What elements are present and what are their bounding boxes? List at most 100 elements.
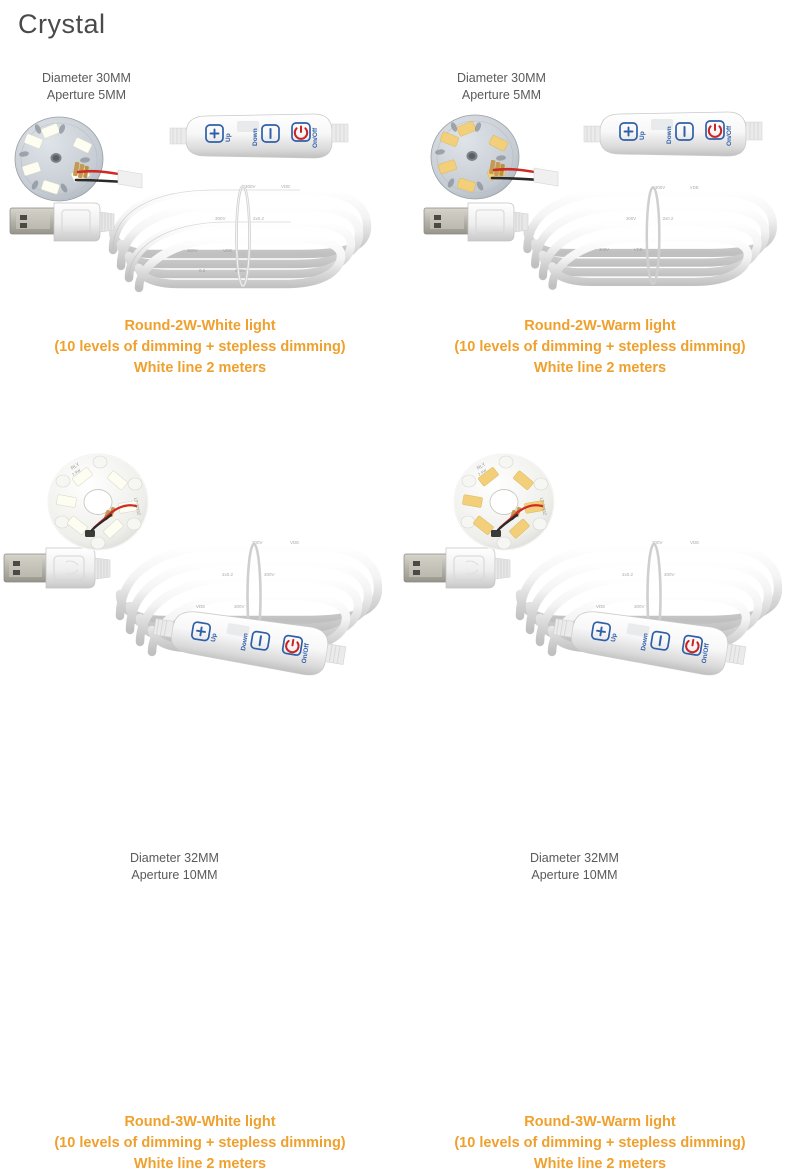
dimmer-switch[interactable]: Up Down On/Off	[153, 610, 347, 680]
svg-text:VDE: VDE	[634, 247, 643, 252]
svg-text:300V: 300V	[655, 185, 665, 190]
dimmer-switch[interactable]: Up Down On/Off	[553, 610, 747, 680]
svg-text:300V: 300V	[599, 247, 609, 252]
svg-text:LT-3W32: LT-3W32	[539, 497, 548, 516]
svg-text:VDE: VDE	[281, 184, 290, 189]
svg-text:VDE: VDE	[690, 185, 699, 190]
product-panel-round-2w-warm[interactable]: 300V VDE 300V 2x0.2 300V VDE	[400, 0, 800, 400]
pcb-markings: RLY 2.9W LT-3W32	[70, 461, 142, 516]
svg-text:Down: Down	[666, 126, 673, 144]
led-board: RLY 2.9W LT-3W32	[42, 450, 157, 555]
usb-connector	[422, 196, 542, 258]
lead-wires	[90, 504, 138, 532]
svg-text:On/Off: On/Off	[726, 125, 733, 146]
spec-aperture: Aperture 5MM	[46, 88, 127, 102]
spec-aperture: Aperture 5MM	[461, 88, 542, 102]
down-button: Down	[666, 122, 694, 144]
caption-line-3: White line 2 meters	[133, 1156, 267, 1172]
svg-text:VDE: VDE	[223, 248, 232, 253]
on-off-button: On/Off	[291, 122, 319, 148]
spec-aperture: Aperture 10MM	[131, 868, 218, 882]
dimmer-buttons: Up Down On/Off	[205, 122, 319, 148]
svg-text:On/Off: On/Off	[701, 642, 711, 664]
svg-text:0.2: 0.2	[199, 268, 206, 273]
svg-text:300V: 300V	[215, 216, 226, 221]
svg-text:300V: 300V	[252, 540, 263, 545]
led-chips	[56, 467, 139, 539]
resistor	[491, 530, 501, 537]
svg-text:2x0.2: 2x0.2	[222, 572, 234, 577]
svg-text:300V: 300V	[634, 604, 645, 609]
svg-text:2x0.2: 2x0.2	[663, 216, 674, 221]
spec-text: Diameter 32MM Aperture 10MM	[530, 850, 619, 884]
dimmer-buttons: Up Down On/Off	[619, 120, 733, 146]
dimmer-buttons: Up Down On/Off	[191, 621, 311, 664]
up-button: Up	[205, 124, 232, 143]
caption-line-2: (10 levels of dimming + stepless dimming…	[54, 339, 346, 355]
svg-text:300V: 300V	[234, 604, 245, 609]
svg-text:Down: Down	[640, 633, 650, 652]
product-photo: 300V VDE 300V 2x0.2 300V VDE	[400, 0, 800, 310]
on-off-button: On/Off	[281, 634, 311, 664]
svg-text:300V: 300V	[245, 184, 256, 189]
svg-text:Down: Down	[252, 128, 259, 146]
caption-line-1: Round-3W-Warm light	[524, 1114, 676, 1130]
svg-text:VDE: VDE	[196, 604, 205, 609]
spec-text: Diameter 32MM Aperture 10MM	[130, 850, 219, 884]
on-off-button: On/Off	[705, 120, 733, 146]
spec-diameter: Diameter 30MM	[42, 71, 131, 85]
on-off-button: On/Off	[681, 634, 711, 664]
svg-text:300V: 300V	[235, 268, 246, 273]
product-caption: Round-2W-Warm light (10 levels of dimmin…	[400, 316, 800, 379]
spec-text: Diameter 30MM Aperture 5MM	[457, 70, 546, 104]
caption-line-3: White line 2 meters	[533, 1156, 667, 1172]
spec-diameter: Diameter 30MM	[457, 71, 546, 85]
up-button: Up	[619, 122, 646, 141]
product-caption: Round-3W-Warm light (10 levels of dimmin…	[400, 1112, 800, 1175]
brand-title: Crystal	[18, 9, 106, 39]
caption-line-1: Round-2W-White light	[124, 318, 276, 334]
down-button: Down	[252, 124, 280, 146]
caption-line-3: White line 2 meters	[133, 360, 267, 376]
svg-text:300V: 300V	[652, 540, 663, 545]
svg-text:LT-3W32: LT-3W32	[133, 497, 142, 516]
svg-text:VDE: VDE	[290, 540, 299, 545]
product-caption: Round-2W-White light (10 levels of dimmi…	[0, 316, 400, 379]
usb-connector	[402, 540, 527, 602]
svg-text:Up: Up	[639, 131, 646, 140]
svg-text:300V: 300V	[664, 572, 675, 577]
svg-text:VDE: VDE	[596, 604, 605, 609]
svg-text:Up: Up	[225, 133, 232, 142]
caption-line-2: (10 levels of dimming + stepless dimming…	[54, 1135, 346, 1151]
spec-diameter: Diameter 32MM	[130, 851, 219, 865]
led-board	[12, 112, 143, 207]
usb-connector	[2, 540, 127, 602]
cable-tie	[645, 185, 661, 286]
cable-coil: 300V VDE 300V 2x0.2 300V VDE	[510, 150, 800, 295]
mounting-holes	[54, 455, 143, 550]
pcb-markings: RLY 2.9W LT-3W32	[476, 461, 548, 516]
svg-text:Down: Down	[240, 633, 250, 652]
svg-text:On/Off: On/Off	[301, 642, 311, 664]
dimmer-switch[interactable]: Up Down On/Off	[169, 108, 349, 166]
caption-line-2: (10 levels of dimming + stepless dimming…	[454, 1135, 746, 1151]
svg-text:RLY: RLY	[476, 461, 488, 471]
svg-text:2x0.2: 2x0.2	[622, 572, 634, 577]
dimmer-switch[interactable]: Up Down On/Off	[583, 106, 763, 164]
spec-diameter: Diameter 32MM	[530, 851, 619, 865]
spec-text: Diameter 30MM Aperture 5MM	[42, 70, 131, 104]
svg-text:300V: 300V	[626, 216, 636, 221]
product-caption: Round-3W-White light (10 levels of dimmi…	[0, 1112, 400, 1175]
spec-aperture: Aperture 10MM	[531, 868, 618, 882]
svg-text:Up: Up	[610, 633, 618, 643]
led-chips	[462, 467, 545, 539]
caption-line-3: White line 2 meters	[533, 360, 667, 376]
down-button: Down	[640, 630, 671, 652]
